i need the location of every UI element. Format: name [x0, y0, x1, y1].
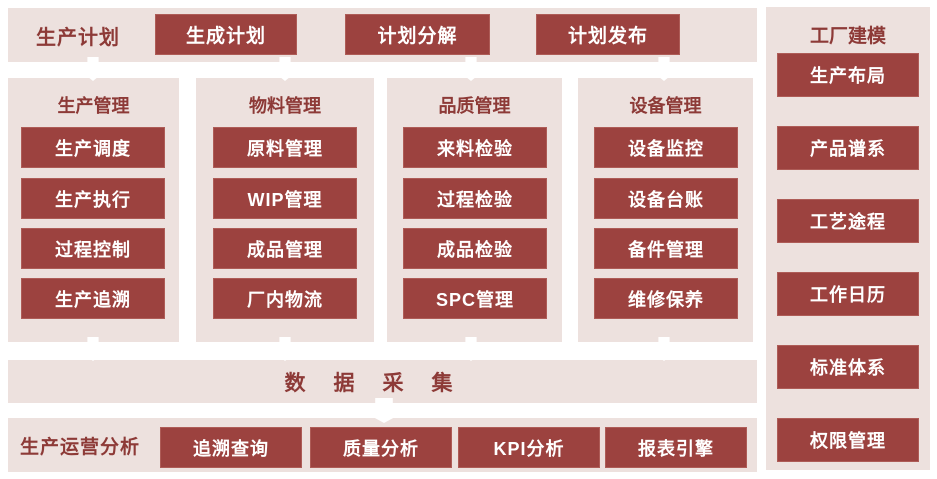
column-title: 设备管理 [629, 96, 702, 116]
equipment-mgmt-panel: 设备管理 设备监控 设备台账 备件管理 维修保养 [578, 78, 753, 342]
column-title: 生产管理 [57, 96, 130, 116]
report-engine-button[interactable]: 报表引擎 [605, 427, 747, 468]
modeling-button-work-calendar[interactable]: 工作日历 [777, 272, 919, 316]
plan-split-button[interactable]: 计划分解 [345, 14, 490, 55]
module-button-process-control[interactable]: 过程控制 [21, 228, 165, 269]
production-mgmt-panel: 生产管理 生产调度 生产执行 过程控制 生产追溯 [8, 78, 179, 342]
module-button-raw-material[interactable]: 原料管理 [213, 127, 357, 168]
module-button-equipment-ledger[interactable]: 设备台账 [594, 178, 738, 219]
modeling-button-process-routing[interactable]: 工艺途程 [777, 199, 919, 243]
operation-analysis-bar: 生产运营分析 追溯查询 质量分析 KPI分析 报表引擎 [8, 418, 757, 472]
module-button-equipment-monitor[interactable]: 设备监控 [594, 127, 738, 168]
data-collection-label: 数据采集 [284, 371, 481, 395]
factory-modeling-title: 工厂建模 [809, 26, 886, 47]
plan-release-button[interactable]: 计划发布 [536, 14, 680, 55]
quality-mgmt-panel: 品质管理 来料检验 过程检验 成品检验 SPC管理 [387, 78, 562, 342]
modeling-button-standard-system[interactable]: 标准体系 [777, 345, 919, 389]
module-button-spc[interactable]: SPC管理 [403, 278, 547, 319]
data-collection-bar: 数据采集 [8, 360, 757, 403]
module-button-production-trace[interactable]: 生产追溯 [21, 278, 165, 319]
module-button-production-execution[interactable]: 生产执行 [21, 178, 165, 219]
generate-plan-button[interactable]: 生成计划 [155, 14, 297, 55]
modeling-button-permission[interactable]: 权限管理 [777, 418, 919, 462]
operation-analysis-label: 生产运营分析 [20, 436, 141, 458]
module-button-maintenance[interactable]: 维修保养 [594, 278, 738, 319]
factory-modeling-panel: 工厂建模 生产布局 产品谱系 工艺途程 工作日历 标准体系 权限管理 [766, 7, 930, 470]
quality-analysis-button[interactable]: 质量分析 [310, 427, 452, 468]
material-mgmt-panel: 物料管理 原料管理 WIP管理 成品管理 厂内物流 [196, 78, 374, 342]
module-button-spare-parts[interactable]: 备件管理 [594, 228, 738, 269]
module-button-intra-logistics[interactable]: 厂内物流 [213, 278, 357, 319]
module-button-finished-goods[interactable]: 成品管理 [213, 228, 357, 269]
production-plan-label: 生产计划 [36, 26, 120, 49]
column-title: 物料管理 [249, 96, 321, 116]
module-button-final-inspection[interactable]: 成品检验 [403, 228, 547, 269]
kpi-analysis-button[interactable]: KPI分析 [458, 427, 600, 468]
module-button-incoming-inspection[interactable]: 来料检验 [403, 127, 547, 168]
modeling-button-product-genealogy[interactable]: 产品谱系 [777, 126, 919, 170]
module-button-production-scheduling[interactable]: 生产调度 [21, 127, 165, 168]
module-button-wip[interactable]: WIP管理 [213, 178, 357, 219]
modeling-button-layout[interactable]: 生产布局 [777, 53, 919, 97]
trace-query-button[interactable]: 追溯查询 [160, 427, 302, 468]
module-button-process-inspection[interactable]: 过程检验 [403, 178, 547, 219]
column-title: 品质管理 [438, 96, 511, 116]
